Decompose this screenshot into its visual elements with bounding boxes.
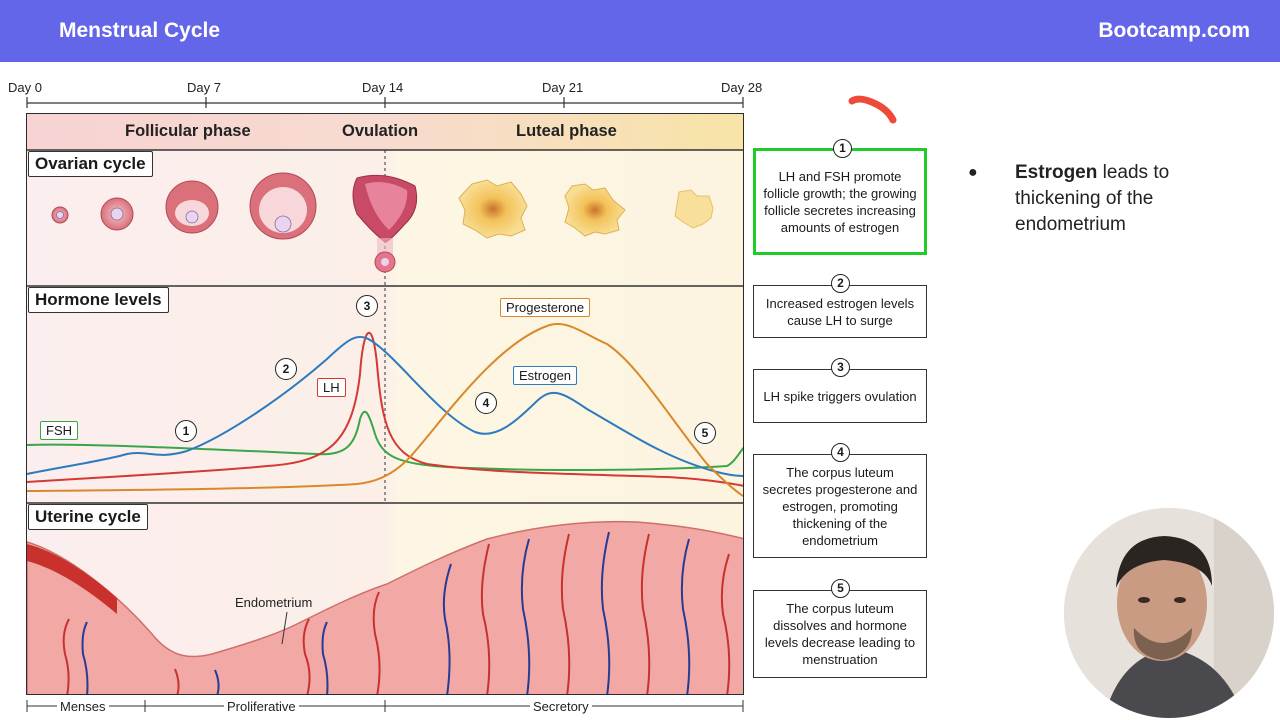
marker-1: 1 xyxy=(175,420,197,442)
day-label-14: Day 14 xyxy=(362,80,404,95)
day-label-0: Day 0 xyxy=(8,80,42,95)
presenter-webcam xyxy=(1064,508,1274,718)
curve-label-fsh: FSH xyxy=(40,421,78,440)
marker-2: 2 xyxy=(275,358,297,380)
marker-3: 3 xyxy=(356,295,378,317)
section-tag-hormone: Hormone levels xyxy=(28,287,169,313)
brand-logo-text: Bootcamp.com xyxy=(1098,19,1250,42)
info-box-3: 3 LH spike triggers ovulation xyxy=(753,358,927,423)
info-box-4-text: The corpus luteum secretes progesterone … xyxy=(762,464,918,548)
ovarian-follicles xyxy=(51,172,418,273)
uterine-endometrium xyxy=(27,520,743,694)
bottom-label-proliferative: Proliferative xyxy=(224,699,299,714)
marker-4: 4 xyxy=(475,392,497,414)
info-box-2-number: 2 xyxy=(831,274,850,293)
endometrium-label: Endometrium xyxy=(235,595,313,610)
info-box-4-number: 4 xyxy=(831,443,850,462)
note-text: Estrogen leads to thickening of the endo… xyxy=(1015,160,1225,238)
info-box-5: 5 The corpus luteum dissolves and hormon… xyxy=(753,579,927,678)
curve-label-progesterone: Progesterone xyxy=(500,298,591,317)
curve-label-estrogen: Estrogen xyxy=(513,366,578,385)
bottom-label-secretory: Secretory xyxy=(530,699,592,714)
day-label-28: Day 28 xyxy=(721,80,763,95)
day-label-7: Day 7 xyxy=(187,80,221,95)
info-box-2: 2 Increased estrogen levels cause LH to … xyxy=(753,274,927,338)
phase-label-ovulation: Ovulation xyxy=(342,122,419,140)
info-box-1-number: 1 xyxy=(833,139,852,158)
menstrual-cycle-figure: Follicular phase Ovulation Luteal phase … xyxy=(26,113,744,695)
header-bar: Menstrual Cycle Bootcamp.com xyxy=(0,0,1280,62)
marker-5: 5 xyxy=(694,422,716,444)
corpus-luteum-stages xyxy=(458,179,714,239)
info-box-5-number: 5 xyxy=(831,579,850,598)
section-tag-ovarian: Ovarian cycle xyxy=(28,151,153,177)
figure-artwork xyxy=(27,114,743,694)
bottom-label-menses: Menses xyxy=(57,699,109,714)
info-box-1-text: LH and FSH promote follicle growth; the … xyxy=(763,168,917,235)
phase-label-follicular: Follicular phase xyxy=(125,122,251,140)
info-box-5-text: The corpus luteum dissolves and hormone … xyxy=(764,601,916,667)
page-title: Menstrual Cycle xyxy=(59,19,221,42)
curve-label-lh: LH xyxy=(317,378,346,397)
info-box-3-number: 3 xyxy=(831,358,850,377)
hormone-curves xyxy=(27,323,743,498)
day-label-21: Day 21 xyxy=(542,80,584,95)
info-box-2-text: Increased estrogen levels cause LH to su… xyxy=(765,295,915,328)
note-rest: leads to thickening of the endometrium xyxy=(1015,162,1170,235)
phase-label-luteal: Luteal phase xyxy=(516,122,617,140)
info-box-3-text: LH spike triggers ovulation xyxy=(763,388,917,404)
info-box-1: 1 LH and FSH promote follicle growth; th… xyxy=(753,139,927,255)
note-bullet: ● xyxy=(968,164,978,181)
info-box-4: 4 The corpus luteum secretes progesteron… xyxy=(753,443,927,558)
note-bold-term: Estrogen xyxy=(1015,162,1098,183)
presenter-image xyxy=(1064,508,1274,718)
section-tag-uterine: Uterine cycle xyxy=(28,504,148,530)
